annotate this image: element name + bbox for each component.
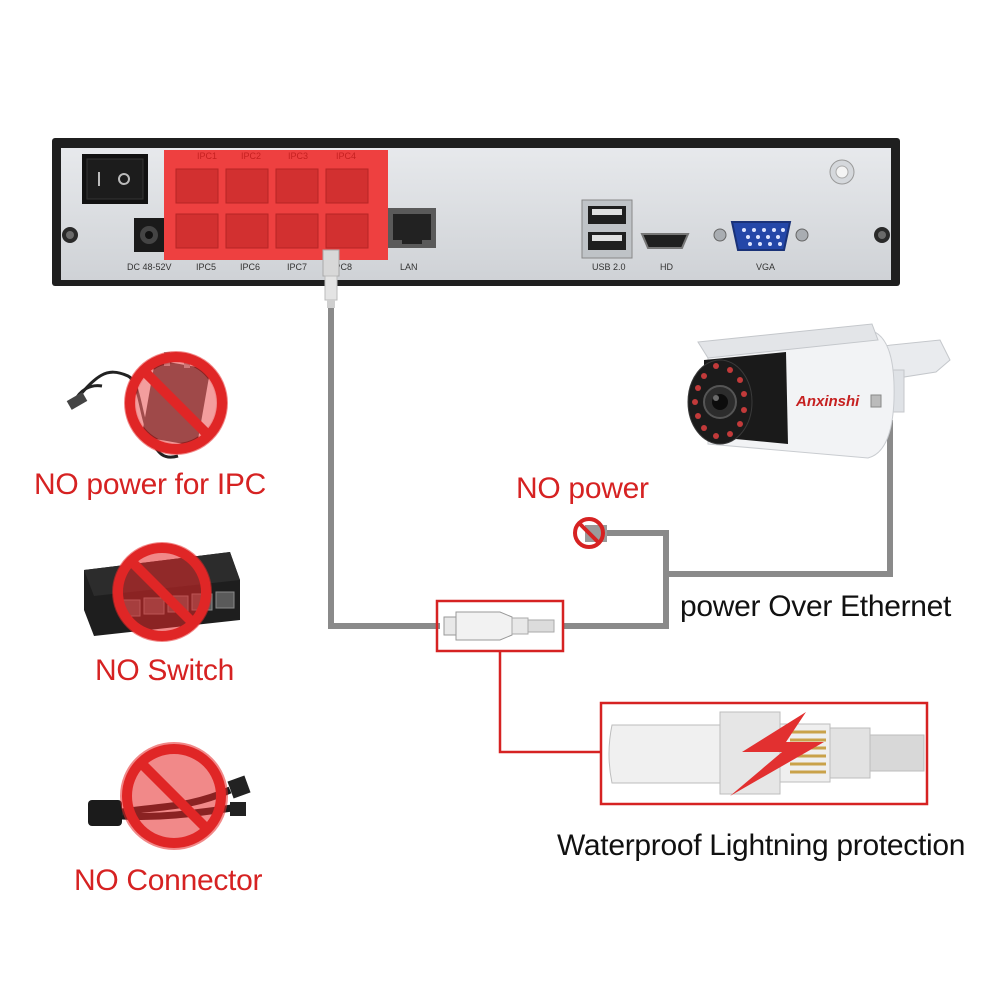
- ethernet-cable: [328, 308, 440, 629]
- vga-label: VGA: [756, 262, 776, 272]
- hdmi-port[interactable]: [640, 233, 690, 249]
- port-label-ipc2: IPC2: [241, 151, 262, 161]
- rj45-plug-icon: [322, 249, 340, 308]
- power-adapter-prohibited: [66, 351, 228, 459]
- nvr-back-panel: [52, 138, 900, 286]
- usb-label: USB 2.0: [592, 262, 626, 272]
- label-no-switch: NO Switch: [95, 654, 234, 687]
- prohibited-icon: [124, 351, 228, 455]
- ground-terminal-icon: [829, 159, 855, 185]
- port-label-ipc4: IPC4: [336, 151, 357, 161]
- bullet-camera: Anxinshi: [687, 323, 951, 459]
- waterproof-connector-zoom: [608, 711, 925, 795]
- prohibited-icon: [120, 742, 228, 850]
- connector-prohibited: [88, 742, 251, 850]
- switch-prohibited: [84, 542, 240, 642]
- dc-power-label: DC 48-52V: [127, 262, 172, 272]
- zoom-pointer-line: [498, 651, 600, 754]
- power-switch[interactable]: [82, 154, 148, 204]
- screw-icon: [62, 227, 78, 243]
- poe-cable: [666, 420, 893, 577]
- usb-ports[interactable]: [581, 199, 633, 259]
- label-no-power-ipc: NO power for IPC: [34, 468, 266, 501]
- lan-label: LAN: [400, 262, 418, 272]
- port-label-ipc8: IPC8: [332, 262, 353, 272]
- hd-label: HD: [660, 262, 673, 272]
- port-label-ipc1: IPC1: [197, 151, 218, 161]
- lan-port[interactable]: [388, 208, 436, 248]
- port-label-ipc5: IPC5: [196, 262, 217, 272]
- waterproof-connector-icon: [443, 611, 555, 641]
- camera-brand-logo: Anxinshi: [795, 393, 860, 410]
- no-power-prohibited-icon: [573, 517, 607, 549]
- zoom-highlight-box: [599, 701, 929, 806]
- port-label-ipc3: IPC3: [288, 151, 309, 161]
- screw-icon: [874, 227, 890, 243]
- ethernet-cable: [562, 574, 669, 629]
- vga-port[interactable]: [713, 221, 809, 251]
- label-no-connector: NO Connector: [74, 864, 263, 897]
- port-label-ipc7: IPC7: [287, 262, 308, 272]
- prohibited-icon: [112, 542, 212, 642]
- label-waterproof: Waterproof Lightning protection: [557, 829, 966, 862]
- dc-power-jack: [134, 218, 164, 252]
- label-poe: power Over Ethernet: [680, 590, 952, 623]
- power-cable-stub: [604, 530, 669, 574]
- nvr-body: [52, 138, 900, 286]
- port-label-ipc6: IPC6: [240, 262, 261, 272]
- label-no-power: NO power: [516, 472, 649, 505]
